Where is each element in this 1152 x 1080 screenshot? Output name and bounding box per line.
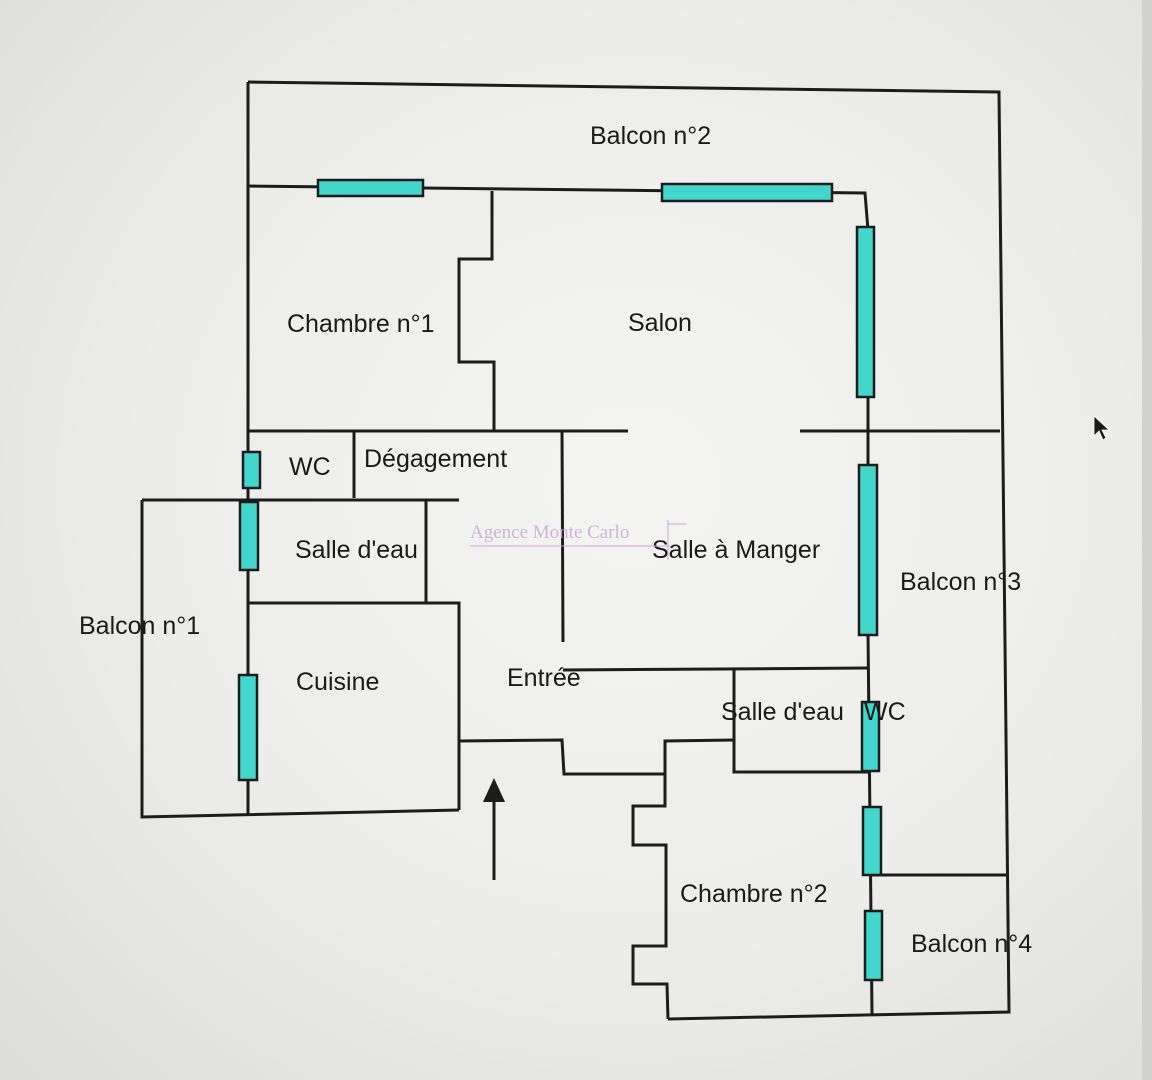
entry-arrow-icon	[483, 778, 505, 880]
window-cuisine	[237, 673, 259, 782]
window-chambre1	[316, 178, 425, 198]
window-chambre2-lower	[863, 909, 884, 982]
screen-edge	[1142, 0, 1152, 1080]
label-degagement: Dégagement	[364, 445, 507, 473]
windows	[237, 178, 884, 982]
label-salon: Salon	[628, 309, 692, 337]
label-balcon3: Balcon n°3	[900, 568, 1021, 596]
cuisine-top-wall	[248, 601, 461, 810]
window-chambre2-upper	[861, 805, 883, 877]
label-chambre1: Chambre n°1	[287, 310, 435, 338]
label-salle-a-manger: Salle à Manger	[652, 536, 820, 564]
watermark-text: Agence Monte Carlo	[470, 522, 629, 543]
top-apartment-wall	[247, 184, 870, 231]
label-salle-eau-1: Salle d'eau	[295, 536, 418, 564]
label-balcon4: Balcon n°4	[911, 930, 1032, 958]
entree-wall	[458, 738, 735, 776]
walls	[140, 80, 1011, 1021]
window-salon-right	[855, 225, 876, 399]
outer-wall	[247, 80, 1011, 1021]
chambre2-wall	[631, 741, 670, 1020]
salle-manger-bottom-wall	[562, 666, 869, 672]
label-cuisine: Cuisine	[296, 668, 379, 696]
window-wc2	[860, 700, 881, 773]
salle-eau2-wall	[732, 670, 868, 774]
window-wc	[241, 450, 262, 490]
label-wc2: WC	[864, 698, 906, 726]
window-salon-top	[660, 182, 834, 203]
label-entree: Entrée	[507, 664, 581, 692]
label-salle-eau-2: Salle d'eau	[721, 698, 844, 726]
degagement-salle-wall	[560, 430, 565, 643]
window-salle-manger	[857, 463, 879, 637]
balcony1-wall	[140, 500, 460, 819]
window-salle-eau1	[238, 500, 260, 572]
mouse-cursor-icon	[1093, 415, 1111, 441]
label-chambre2: Chambre n°2	[680, 880, 828, 908]
watermark: Agence Monte Carlo	[470, 520, 686, 560]
room-labels: Balcon n°2 Chambre n°1 Salon WC Dégageme…	[79, 122, 1032, 958]
label-balcon1: Balcon n°1	[79, 612, 200, 640]
chambre1-salon-wall	[457, 191, 496, 431]
label-balcon2: Balcon n°2	[590, 122, 711, 150]
label-wc: WC	[289, 453, 331, 481]
